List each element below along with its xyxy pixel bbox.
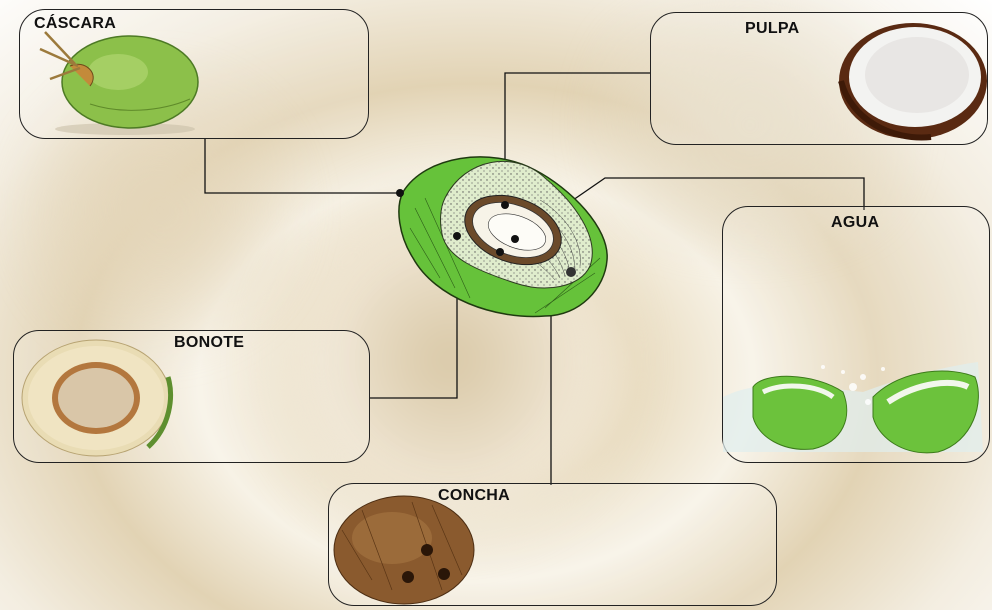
bonote-panel: BONOTE: [13, 330, 370, 463]
coconut-water-splash-image: [723, 357, 989, 462]
bonote-label: BONOTE: [174, 334, 244, 352]
coconut-pulp-image: [831, 19, 987, 144]
coconut-husk-ring-image: [18, 337, 178, 459]
pulpa-label: PULPA: [745, 20, 800, 38]
agua-panel: AGUA: [722, 206, 990, 463]
concha-panel: CONCHA: [328, 483, 777, 606]
pulpa-panel: PULPA: [650, 12, 988, 145]
coconut-cross-section-diagram: [395, 148, 615, 320]
green-coconut-image: [30, 24, 220, 139]
cascara-connector: [205, 138, 400, 193]
agua-label: AGUA: [831, 214, 879, 232]
coconut-shell-image: [332, 490, 482, 605]
cascara-panel: CÁSCARA: [19, 9, 369, 139]
